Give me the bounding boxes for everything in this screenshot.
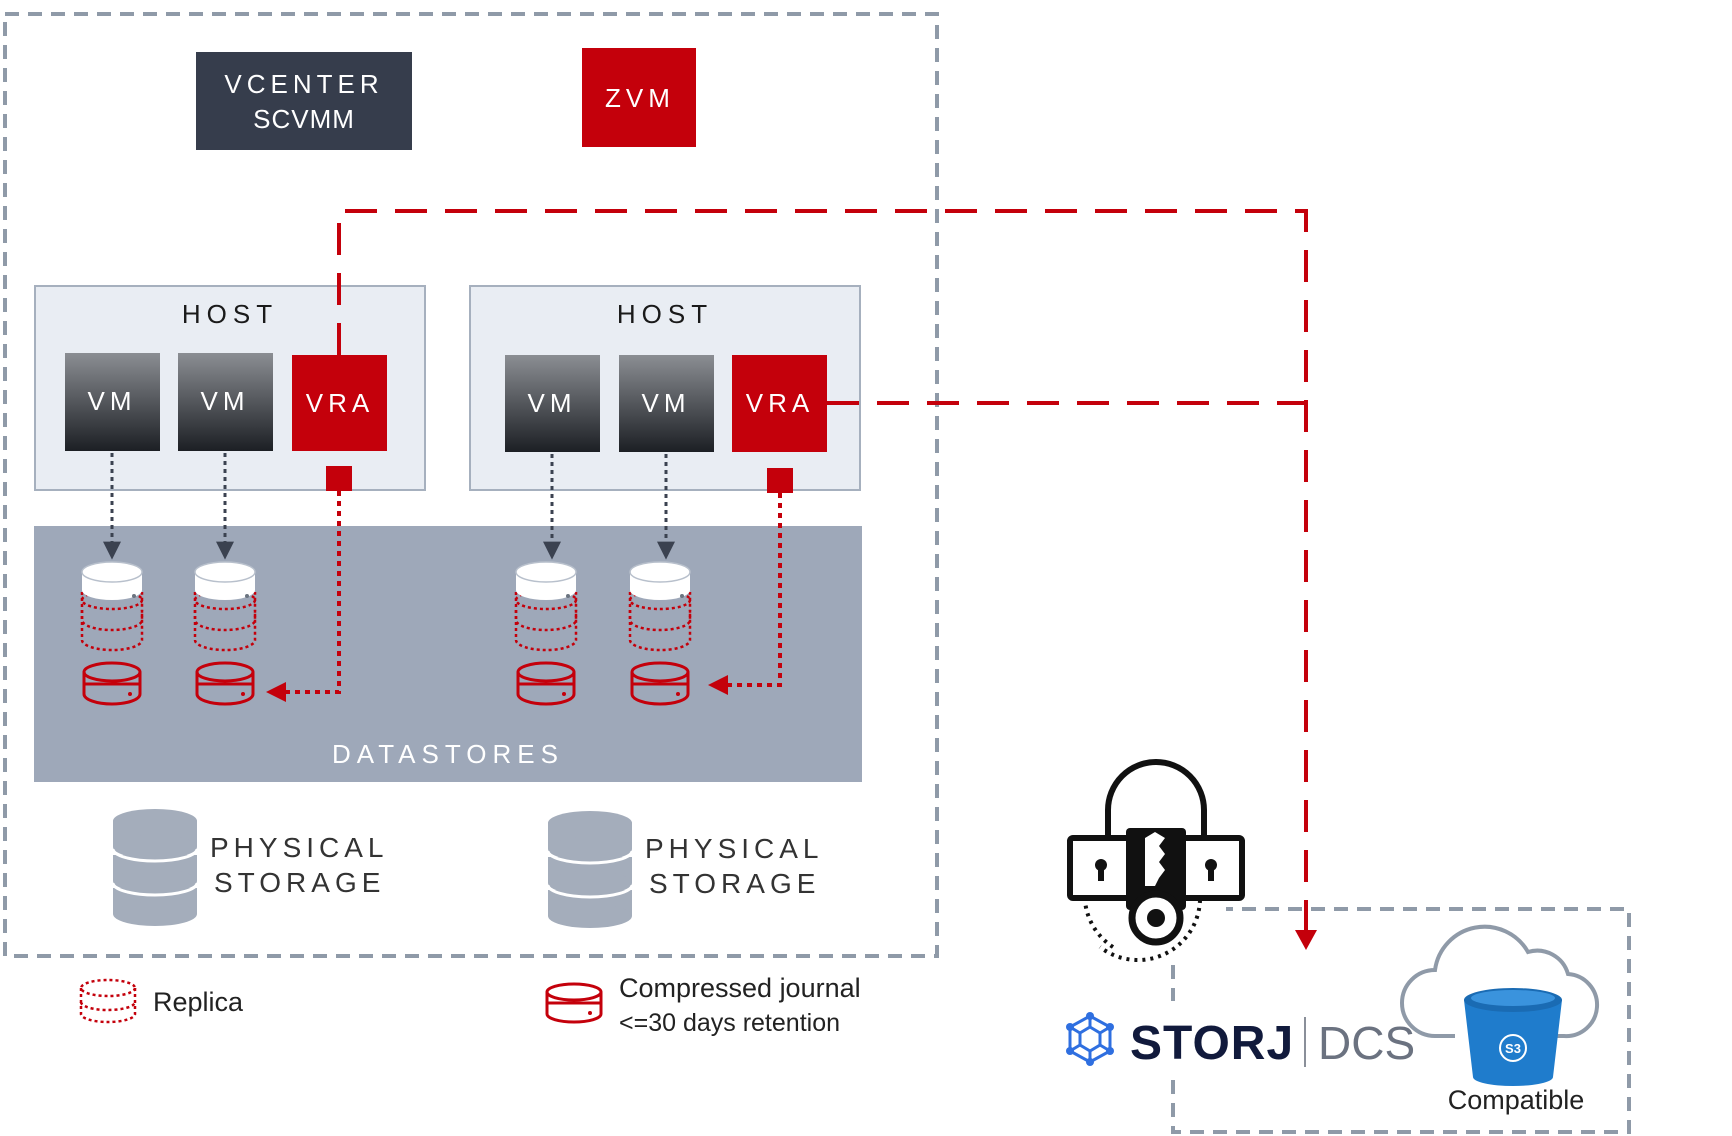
bucket-icon: S3	[1464, 988, 1562, 1086]
host-2-label: HOST	[617, 299, 713, 329]
site-boundary	[3, 12, 939, 958]
storj-brand-text: STORJ	[1130, 1017, 1294, 1070]
host-2-vm-1: VM	[505, 355, 600, 452]
journal-disk	[516, 661, 576, 706]
legend: Replica Compressed journal <=30 days ret…	[79, 973, 861, 1037]
physical-storage-2: PHYSICAL STORAGE	[546, 811, 824, 928]
vm-label: VM	[642, 388, 691, 418]
host-1-vm-1: VM	[65, 353, 160, 451]
host-2-vra: VRA	[732, 355, 827, 452]
zvm-box: ZVM	[582, 48, 696, 147]
journal-disks	[82, 661, 690, 706]
vm-disk-stacks	[80, 561, 692, 652]
datastores-area: DATASTORES	[34, 526, 862, 782]
storj-dcs-logo: STORJ DCS	[1052, 1001, 1415, 1079]
journal-legend-icon	[545, 982, 603, 1024]
server-stack-icon	[546, 811, 634, 928]
host-2: HOST VM VM VRA	[469, 285, 861, 491]
host-2-vm-2: VM	[619, 355, 714, 452]
host-1-label: HOST	[182, 299, 278, 329]
vcenter-label: VCENTER	[224, 69, 383, 99]
vcenter-box: VCENTER SCVMM	[196, 52, 412, 150]
replica-legend-label: Replica	[153, 987, 244, 1017]
compatible-label: Compatible	[1448, 1085, 1585, 1115]
scvmm-label: SCVMM	[253, 104, 355, 134]
disk-stack	[628, 561, 692, 652]
physical-storage-label: PHYSICAL	[210, 832, 389, 863]
physical-storage-1: PHYSICAL STORAGE	[111, 809, 389, 926]
datastores-label: DATASTORES	[332, 739, 564, 769]
disk-stack	[80, 561, 144, 652]
s3-badge-text: S3	[1505, 1041, 1521, 1056]
disk-stack	[193, 561, 257, 652]
journal-disk	[195, 661, 255, 706]
dcs-product-text: DCS	[1318, 1017, 1415, 1069]
s3-compatible-icon: S3 Compatible	[1400, 924, 1599, 1115]
vm-label: VM	[88, 386, 137, 416]
vm-label: VM	[201, 386, 250, 416]
host-1: HOST VM VM VRA	[34, 285, 426, 491]
vm-label: VM	[528, 388, 577, 418]
physical-storage-label: STORAGE	[214, 867, 385, 898]
encryption-lock-icon	[1052, 759, 1245, 963]
journal-disk	[630, 661, 690, 706]
vra-journal-paths	[266, 466, 793, 702]
vra-label: VRA	[306, 388, 374, 418]
journal-retention-label: <=30 days retention	[619, 1009, 840, 1037]
vm-write-arrows	[103, 453, 675, 560]
replica-legend-icon	[79, 978, 137, 1024]
host-1-vm-2: VM	[178, 353, 273, 451]
server-stack-icon	[111, 809, 199, 926]
replication-paths	[337, 209, 1308, 935]
disk-stack	[514, 561, 578, 652]
physical-storage-label: PHYSICAL	[645, 833, 824, 864]
replication-arrowhead	[1295, 930, 1317, 950]
zvm-label: ZVM	[605, 83, 675, 113]
journal-disk	[82, 661, 142, 706]
vra-label: VRA	[746, 388, 814, 418]
physical-storage-label: STORAGE	[649, 868, 820, 899]
host-1-vra: VRA	[292, 355, 387, 451]
journal-legend-label: Compressed journal	[619, 973, 861, 1003]
